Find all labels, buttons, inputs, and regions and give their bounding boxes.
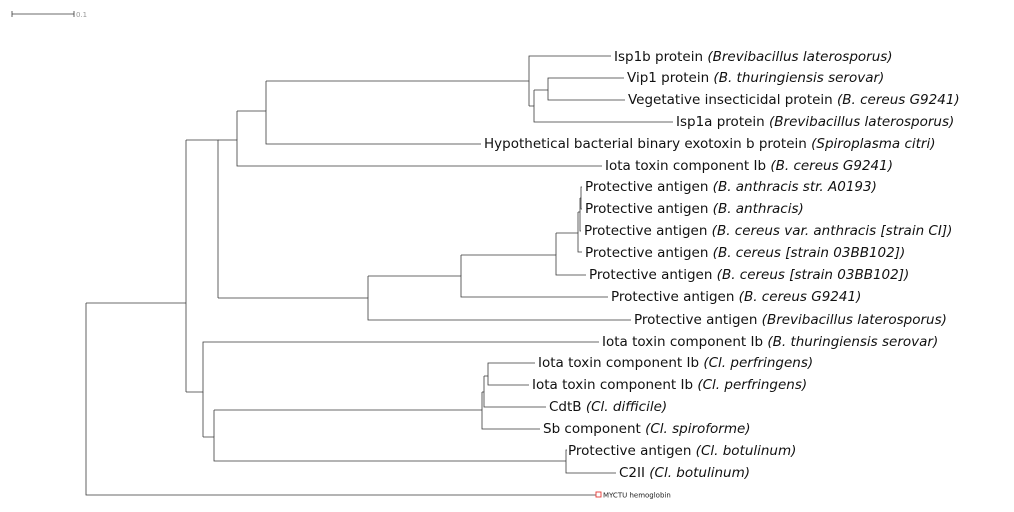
taxon-label: C2II (Cl. botulinum) — [619, 465, 750, 481]
taxon-label: Protective antigen (Brevibacillus latero… — [634, 312, 947, 328]
scale-bar: 0.1 — [11, 11, 87, 19]
taxon-label: Vip1 protein (B. thuringiensis serovar) — [627, 70, 884, 86]
taxon-label: CdtB (Cl. difficile) — [549, 399, 667, 415]
branch-root — [85, 303, 596, 496]
taxon-label: Protective antigen (B. cereus var. anthr… — [584, 223, 952, 239]
taxon-label: Sb component (Cl. spiroforme) — [543, 421, 751, 437]
taxon-label: Iota toxin component Ib (B. cereus G9241… — [605, 158, 893, 174]
taxon-label: Protective antigen (B. anthracis) — [585, 201, 804, 217]
branch-upper — [186, 139, 219, 298]
taxon-label: Protective antigen (B. anthracis str. A0… — [585, 179, 877, 195]
taxon-label: Vegetative insecticidal protein (B. cere… — [628, 92, 960, 108]
taxon-labels: Isp1b protein (Brevibacillus laterosporu… — [484, 49, 960, 481]
tree-branches — [85, 55, 673, 496]
taxon-label: Iota toxin component Ib (B. thuringiensi… — [602, 334, 938, 350]
branch-lower — [186, 341, 599, 393]
outgroup: MYCTU hemoglobin — [595, 491, 671, 500]
outgroup-label: MYCTU hemoglobin — [603, 492, 671, 500]
outgroup-marker — [595, 491, 602, 498]
taxon-label: Protective antigen (B. cereus G9241) — [611, 289, 861, 305]
branch-pa-clade — [218, 297, 631, 321]
taxon-label: Protective antigen (B. cereus [strain 03… — [589, 267, 909, 283]
taxon-label: Protective antigen (B. cereus [strain 03… — [585, 245, 905, 261]
taxon-label: Protective antigen (Cl. botulinum) — [568, 443, 796, 459]
taxon-label: Iota toxin component Ib (Cl. perfringens… — [538, 355, 813, 371]
scale-bar-label: 0.1 — [76, 11, 87, 19]
taxon-label: Isp1b protein (Brevibacillus laterosporu… — [614, 49, 893, 65]
taxon-label: Iota toxin component Ib (Cl. perfringens… — [532, 377, 807, 393]
taxon-label: Hypothetical bacterial binary exotoxin b… — [484, 136, 935, 152]
taxon-label: Isp1a protein (Brevibacillus laterosporu… — [676, 114, 954, 130]
branch-isp-clade — [218, 139, 602, 167]
